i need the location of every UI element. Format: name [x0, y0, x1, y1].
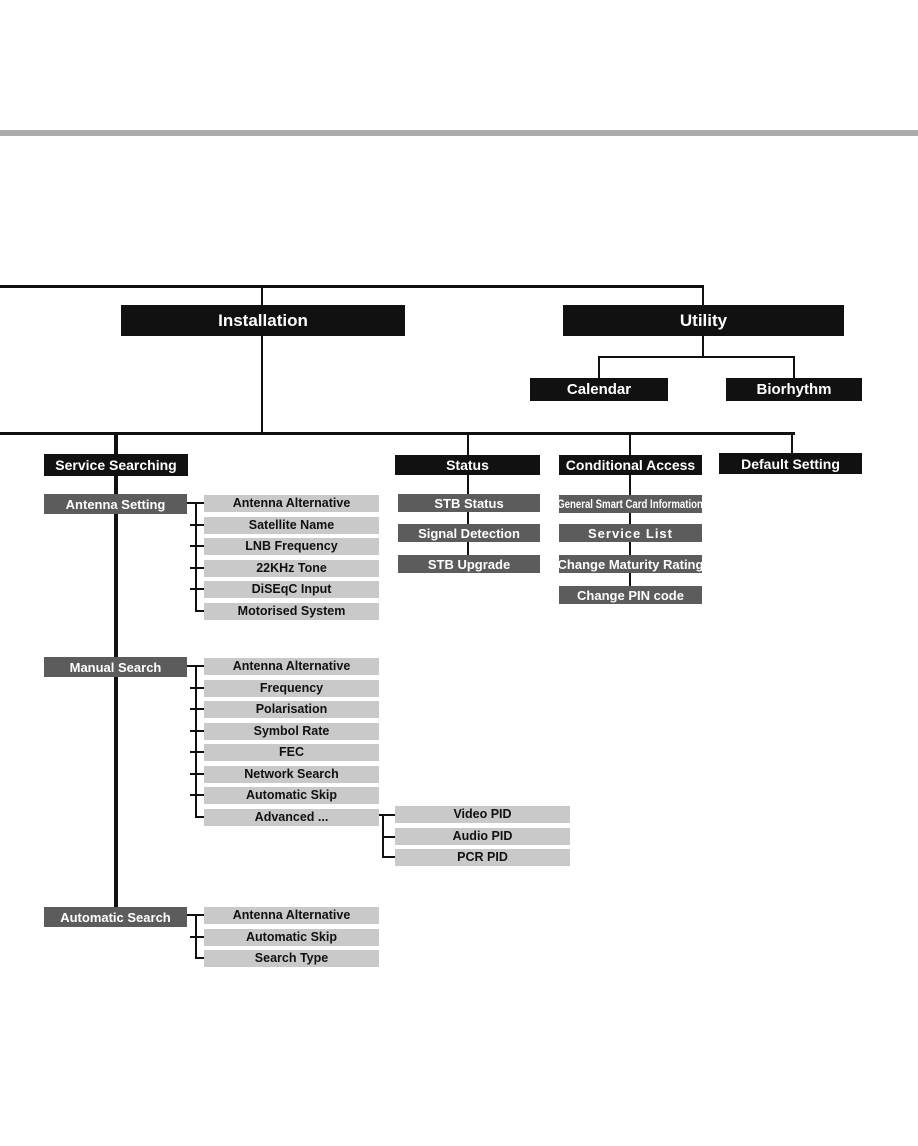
connector-utility-split-horizontal	[598, 356, 795, 358]
connector-tick	[190, 730, 204, 732]
node-general-smart-card-information: General Smart Card Information	[557, 495, 704, 513]
node-network-search: Network Search	[204, 766, 379, 783]
node-antenna-alternative: Antenna Alternative	[204, 495, 379, 512]
node-conditional-access: Conditional Access	[559, 455, 702, 475]
connector-tick	[382, 836, 395, 838]
node-change-pin-code: Change PIN code	[559, 586, 702, 604]
node-audio-pid: Audio PID	[395, 828, 570, 845]
page-divider-bar	[0, 130, 918, 136]
connector-tick	[190, 708, 204, 710]
node-diseqc-input: DiSEqC Input	[204, 581, 379, 598]
node-advanced: Advanced ...	[204, 809, 379, 826]
connector-default-setting-drop	[791, 433, 793, 454]
node-change-maturity-rating: Change Maturity Rating	[557, 555, 704, 573]
node-antenna-alternative: Antenna Alternative	[204, 658, 379, 675]
node-label: General Smart Card Information	[557, 497, 704, 511]
connector-biorhythm-drop	[793, 357, 795, 378]
node-installation: Installation	[121, 305, 405, 336]
connector-antenna-setting-vertical	[195, 503, 197, 612]
node-antenna-alternative: Antenna Alternative	[204, 907, 379, 924]
connector-tick	[190, 751, 204, 753]
node-utility: Utility	[563, 305, 844, 336]
connector-calendar-drop	[598, 357, 600, 378]
node-stb-status: STB Status	[398, 494, 540, 512]
connector-tick	[195, 610, 204, 612]
connector-tick	[195, 957, 204, 959]
connector-tick	[190, 545, 204, 547]
node-calendar: Calendar	[530, 378, 668, 401]
node-service-list: Service List	[559, 524, 702, 542]
node-status: Status	[395, 455, 540, 475]
node-stb-upgrade: STB Upgrade	[398, 555, 540, 573]
node-antenna-setting: Antenna Setting	[44, 494, 187, 514]
connector-installation-vertical	[261, 286, 263, 433]
connector-tick	[190, 794, 204, 796]
node-symbol-rate: Symbol Rate	[204, 723, 379, 740]
connector-tick	[190, 567, 204, 569]
node-frequency: Frequency	[204, 680, 379, 697]
connector-conditional-access-spine	[629, 434, 631, 594]
connector-tick	[190, 773, 204, 775]
node-automatic-skip: Automatic Skip	[204, 787, 379, 804]
connector-tick	[190, 588, 204, 590]
connector-tick	[382, 856, 395, 858]
node-automatic-search: Automatic Search	[44, 907, 187, 927]
node-search-type: Search Type	[204, 950, 379, 967]
node-default-setting: Default Setting	[719, 453, 862, 474]
node-pcr-pid: PCR PID	[395, 849, 570, 866]
node-22khz-tone: 22KHz Tone	[204, 560, 379, 577]
node-satellite-name: Satellite Name	[204, 517, 379, 534]
node-service-searching: Service Searching	[44, 454, 188, 476]
node-polarisation: Polarisation	[204, 701, 379, 718]
connector-top-horizontal	[0, 285, 704, 288]
connector-advanced-stub	[379, 814, 395, 816]
node-signal-detection: Signal Detection	[398, 524, 540, 542]
connector-tick	[195, 816, 204, 818]
node-fec: FEC	[204, 744, 379, 761]
node-automatic-skip: Automatic Skip	[204, 929, 379, 946]
node-biorhythm: Biorhythm	[726, 378, 862, 401]
connector-mid-horizontal	[0, 432, 795, 435]
connector-manual-search-vertical	[195, 666, 197, 818]
connector-tick	[190, 524, 204, 526]
node-motorised-system: Motorised System	[204, 603, 379, 620]
connector-tick	[190, 936, 204, 938]
connector-tick	[190, 687, 204, 689]
node-video-pid: Video PID	[395, 806, 570, 823]
node-lnb-frequency: LNB Frequency	[204, 538, 379, 555]
node-manual-search: Manual Search	[44, 657, 187, 677]
